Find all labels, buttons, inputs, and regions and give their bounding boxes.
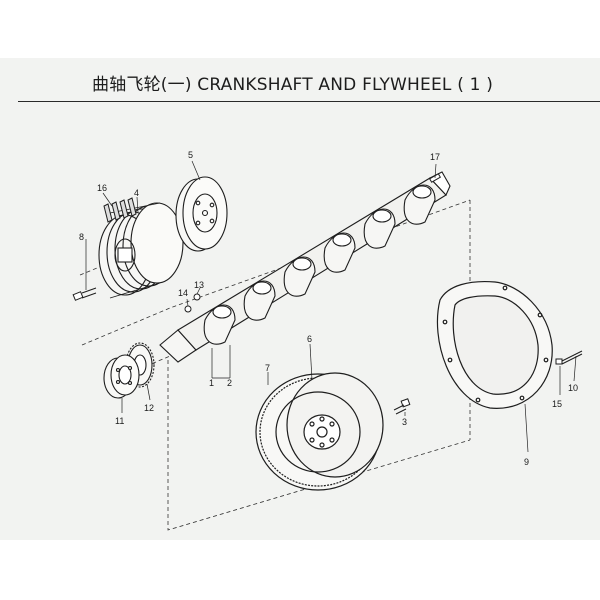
pulley-bolt xyxy=(72,287,97,301)
callout-8: 8 xyxy=(79,232,84,242)
flywheel-housing xyxy=(436,280,553,409)
callout-16: 16 xyxy=(97,183,107,193)
crankshaft-pulley xyxy=(98,202,184,299)
callout-17: 17 xyxy=(430,152,440,162)
callout-1: 1 xyxy=(209,378,214,388)
callout-7: 7 xyxy=(265,363,270,373)
callout-numbers: 1 2 3 4 5 6 7 8 9 10 11 12 13 14 15 16 1… xyxy=(79,150,578,467)
callout-3: 3 xyxy=(402,417,407,427)
leader-lines xyxy=(85,160,577,453)
flywheel-bolt xyxy=(393,398,411,415)
callout-14: 14 xyxy=(178,288,188,298)
callout-5: 5 xyxy=(188,150,193,160)
callout-11: 11 xyxy=(115,416,124,426)
page-title: 曲轴飞轮(一) CRANKSHAFT AND FLYWHEEL ( 1 ) xyxy=(92,75,494,95)
gear-hub xyxy=(103,354,140,399)
housing-studs xyxy=(555,350,583,365)
callout-10: 10 xyxy=(568,383,578,393)
callout-4: 4 xyxy=(134,188,139,198)
callout-12: 12 xyxy=(144,403,154,413)
callout-2: 2 xyxy=(227,378,232,388)
crankshaft xyxy=(159,171,451,363)
callout-13: 13 xyxy=(194,280,204,290)
flywheel xyxy=(255,372,384,491)
vibration-damper xyxy=(175,176,228,252)
pulley-segments xyxy=(103,197,137,223)
title-rule xyxy=(18,101,600,102)
callout-15: 15 xyxy=(552,399,562,409)
callout-6: 6 xyxy=(307,334,312,344)
callout-9: 9 xyxy=(524,457,529,467)
